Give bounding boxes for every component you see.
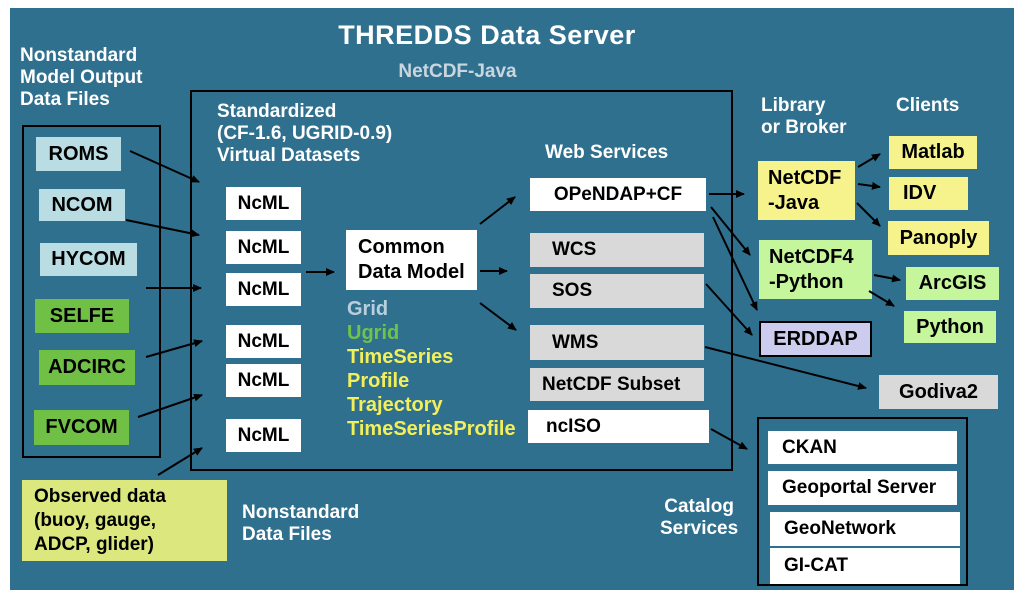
model-box-hycom: HYCOM bbox=[40, 243, 137, 276]
model-box-fvcom: FVCOM bbox=[34, 410, 129, 445]
nonstandard-data-files-line1: Nonstandard bbox=[242, 502, 360, 523]
left-panel-heading-line2: Model Output bbox=[20, 67, 143, 88]
left-panel-heading-line1: Nonstandard bbox=[20, 45, 138, 66]
catalog-box-geoportal: Geoportal Server bbox=[768, 471, 957, 505]
service-box-opendap: OPeNDAP+CF bbox=[530, 178, 706, 211]
service-box-wcs: WCS bbox=[530, 233, 704, 267]
ncml-box-1: NcML bbox=[226, 187, 301, 220]
netcdf-java-caption: NetCDF-Java bbox=[398, 61, 517, 82]
feature-type-trajectory: Trajectory bbox=[347, 394, 443, 416]
observed-data-line2: (buoy, gauge, bbox=[34, 509, 157, 531]
catalog-services-group-box bbox=[757, 417, 968, 586]
clients-heading: Clients bbox=[896, 95, 960, 116]
library-broker-heading-line1: Library bbox=[761, 95, 826, 116]
library-broker-heading: Library or Broker bbox=[761, 95, 847, 139]
catalog-services-heading-line1: Catalog bbox=[664, 496, 734, 517]
nonstandard-data-files-line2: Data Files bbox=[242, 524, 332, 545]
client-box-arcgis: ArcGIS bbox=[906, 267, 999, 300]
client-box-matlab: Matlab bbox=[889, 136, 977, 169]
left-panel-heading: Nonstandard Model Output Data Files bbox=[20, 45, 142, 111]
service-box-sos: SOS bbox=[530, 274, 704, 308]
netcdf-java-line2: -Java bbox=[768, 191, 820, 214]
broker-box-netcdf4-python: NetCDF4 -Python bbox=[759, 240, 872, 299]
catalog-box-ckan: CKAN bbox=[768, 431, 957, 464]
left-panel-heading-line3: Data Files bbox=[20, 89, 110, 110]
feature-type-profile: Profile bbox=[347, 370, 410, 392]
nonstandard-data-files-label: Nonstandard Data Files bbox=[242, 502, 359, 546]
feature-type-ugrid: Ugrid bbox=[347, 322, 400, 344]
client-box-python: Python bbox=[904, 311, 996, 343]
feature-type-timeseries: TimeSeries bbox=[347, 346, 454, 368]
client-box-panoply: Panoply bbox=[888, 221, 989, 255]
model-sources-group-box bbox=[22, 125, 161, 458]
standardized-heading-line1: Standardized bbox=[217, 101, 337, 122]
library-broker-heading-line2: or Broker bbox=[761, 117, 847, 138]
standardized-heading: Standardized (CF-1.6, UGRID-0.9) Virtual… bbox=[217, 101, 392, 167]
standardized-heading-line2: (CF-1.6, UGRID-0.9) bbox=[217, 123, 393, 144]
broker-box-erddap: ERDDAP bbox=[759, 321, 872, 357]
client-box-godiva2: Godiva2 bbox=[879, 375, 998, 409]
model-box-selfe: SELFE bbox=[35, 299, 129, 333]
cdm-line2: Data Model bbox=[358, 261, 465, 283]
model-box-roms: ROMS bbox=[36, 137, 121, 171]
common-data-model-box: Common Data Model bbox=[346, 230, 477, 290]
cdm-line1: Common bbox=[358, 236, 445, 258]
ncml-box-3: NcML bbox=[226, 273, 301, 306]
broker-box-netcdf-java: NetCDF -Java bbox=[758, 161, 855, 220]
catalog-services-heading-line2: Services bbox=[660, 518, 739, 539]
feature-type-timeseriesprofile: TimeSeriesProfile bbox=[347, 418, 516, 440]
netcdf-java-line1: NetCDF bbox=[768, 166, 842, 189]
model-box-ncom: NCOM bbox=[39, 189, 125, 221]
diagram-title: THREDDS Data Server bbox=[338, 20, 636, 50]
client-box-idv: IDV bbox=[889, 177, 968, 210]
web-services-heading: Web Services bbox=[545, 142, 669, 163]
ncml-box-5: NcML bbox=[226, 364, 301, 397]
ncml-box-2: NcML bbox=[226, 231, 301, 264]
standardized-heading-line3: Virtual Datasets bbox=[217, 145, 361, 166]
catalog-box-gicat: GI-CAT bbox=[770, 548, 960, 584]
model-box-adcirc: ADCIRC bbox=[39, 350, 135, 385]
observed-data-line1: Observed data bbox=[34, 485, 166, 507]
netcdf4-python-line2: -Python bbox=[769, 270, 844, 293]
ncml-box-6: NcML bbox=[226, 419, 301, 452]
observed-data-box: Observed data (buoy, gauge, ADCP, glider… bbox=[22, 480, 227, 561]
service-box-netcdf-subset: NetCDF Subset bbox=[530, 368, 704, 401]
catalog-box-geonetwork: GeoNetwork bbox=[770, 512, 960, 546]
feature-type-grid: Grid bbox=[347, 298, 389, 320]
netcdf4-python-line1: NetCDF4 bbox=[769, 245, 854, 268]
catalog-services-heading: Catalog Services bbox=[660, 496, 738, 540]
feature-type-list: Grid Ugrid TimeSeries Profile Trajectory… bbox=[347, 297, 516, 441]
ncml-box-4: NcML bbox=[226, 325, 301, 358]
service-box-nciso: ncISO bbox=[528, 410, 709, 443]
service-box-wms: WMS bbox=[530, 325, 704, 360]
observed-data-line3: ADCP, glider) bbox=[34, 533, 155, 555]
